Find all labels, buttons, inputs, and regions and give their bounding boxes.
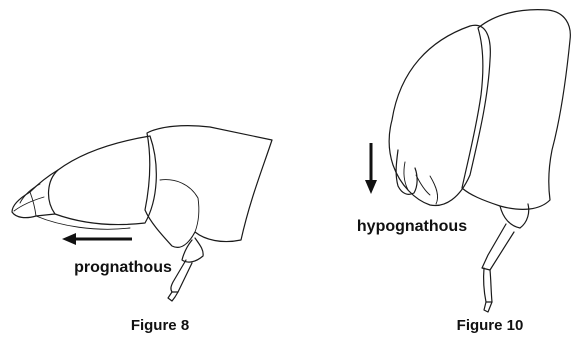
figure-10-palp-2 xyxy=(416,175,430,195)
figure-8-leg-femur xyxy=(182,238,203,262)
figure-8-leg-tarsus xyxy=(168,292,178,301)
figure-10-mandible xyxy=(430,176,438,204)
figure-8-palp-3 xyxy=(30,192,36,216)
figure-8-pronotum xyxy=(145,126,272,248)
figure-8-palp-1 xyxy=(20,184,40,203)
figure-8-maxilla xyxy=(36,216,130,229)
figure-10-leg-tibia xyxy=(484,268,492,302)
figure-8-palp-2 xyxy=(14,197,44,211)
figure-10-caption: Figure 10 xyxy=(457,317,524,334)
figure-8-thorax-suture xyxy=(160,180,199,232)
figure-10-leg-femur xyxy=(482,224,514,270)
figure-8-caption: Figure 8 xyxy=(131,317,189,334)
figure-10-illustration xyxy=(389,10,570,312)
figure-8-leg-tibia xyxy=(171,260,192,292)
figure-10-direction-arrow xyxy=(365,143,377,194)
figure-8-head-capsule xyxy=(49,136,157,225)
figure-8-direction-arrow xyxy=(62,233,132,245)
figure-8-orientation-label: prognathous xyxy=(74,259,172,276)
figure-10-orientation-label: hypognathous xyxy=(357,218,467,235)
figure-10-thorax xyxy=(462,10,570,210)
figure-10-leg-tarsus xyxy=(484,302,492,312)
